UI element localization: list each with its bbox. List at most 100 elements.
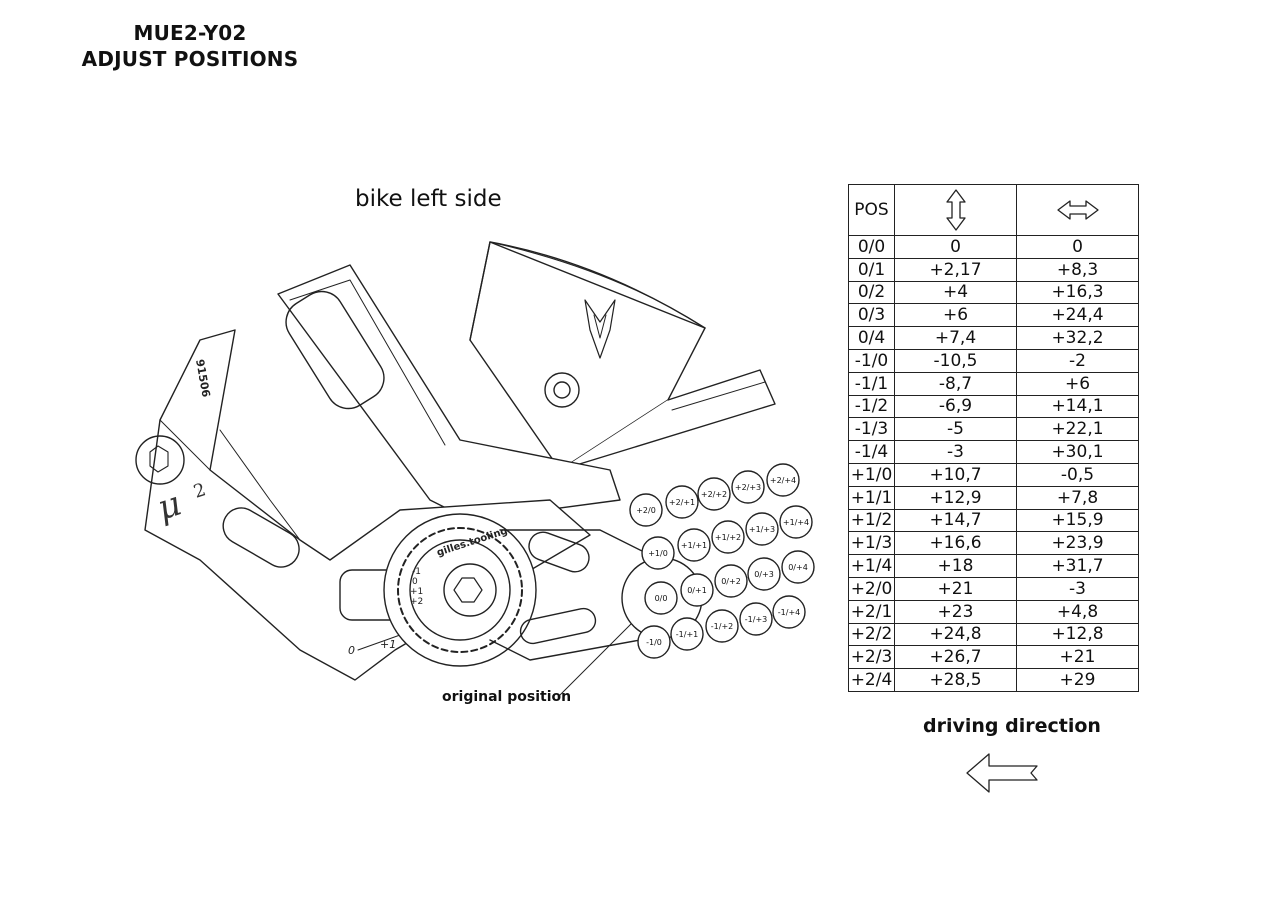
col-horizontal-header bbox=[1016, 184, 1139, 236]
cell-pos: -1/2 bbox=[848, 394, 895, 419]
hole-circle bbox=[670, 617, 704, 651]
hole-label: 0/+2 bbox=[721, 577, 741, 586]
cell-pos: 0/4 bbox=[848, 326, 895, 350]
hole-label: +1/+4 bbox=[783, 518, 809, 527]
torx-bolt-icon bbox=[135, 435, 185, 485]
table-row: +2/2+24,8+12,8 bbox=[848, 622, 1139, 647]
hole-label: -1/+1 bbox=[676, 630, 698, 639]
cell-pos: 0/1 bbox=[848, 257, 895, 282]
cell-pos: +2/4 bbox=[848, 668, 895, 692]
hole-label: +1/+1 bbox=[681, 541, 707, 550]
table-row: 0/3+6+24,4 bbox=[848, 303, 1139, 328]
cell-pos: +1/1 bbox=[848, 485, 895, 510]
left-right-arrow-icon bbox=[1017, 199, 1138, 221]
cell-pos: 0/3 bbox=[848, 303, 895, 328]
cell-horizontal: 0 bbox=[1016, 235, 1139, 259]
cell-pos: +1/3 bbox=[848, 531, 895, 556]
table-row: +2/0+21-3 bbox=[848, 576, 1139, 601]
cell-vertical: +6 bbox=[894, 303, 1017, 328]
hole-circle bbox=[745, 512, 779, 546]
hole-label: +1/+3 bbox=[749, 525, 775, 534]
cell-horizontal: +30,1 bbox=[1016, 440, 1139, 464]
cell-pos: 0/2 bbox=[848, 280, 895, 305]
cell-horizontal: +32,2 bbox=[1016, 326, 1139, 350]
cell-horizontal: +4,8 bbox=[1016, 599, 1139, 624]
table-header-row: POS bbox=[848, 184, 1139, 236]
cell-vertical: +28,5 bbox=[894, 668, 1017, 692]
center-torx-icon bbox=[443, 563, 497, 617]
cell-horizontal: +23,9 bbox=[1016, 531, 1139, 556]
cell-pos: +2/3 bbox=[848, 645, 895, 670]
hole-label: +2/+1 bbox=[669, 498, 695, 507]
table-row: 0/4+7,4+32,2 bbox=[848, 326, 1139, 350]
original-position-label: original position bbox=[442, 689, 572, 705]
brand-logo-icon bbox=[584, 299, 616, 359]
hole-circle bbox=[637, 625, 671, 659]
plate-slot-lower bbox=[519, 607, 597, 645]
cell-horizontal: +12,8 bbox=[1016, 622, 1139, 647]
adapter-mark-p2: +2 bbox=[410, 597, 423, 607]
table-row: -1/0-10,5-2 bbox=[848, 348, 1139, 373]
cell-vertical: +2,17 bbox=[894, 257, 1017, 282]
cell-vertical: -8,7 bbox=[894, 371, 1017, 396]
hole-label: +1/+2 bbox=[715, 533, 741, 542]
cell-pos: -1/3 bbox=[848, 417, 895, 442]
cell-pos: +1/0 bbox=[848, 462, 895, 487]
table-row: +1/2+14,7+15,9 bbox=[848, 508, 1139, 533]
table-row: -1/4-3+30,1 bbox=[848, 440, 1139, 464]
cell-horizontal: +8,3 bbox=[1016, 257, 1139, 282]
cell-vertical: +14,7 bbox=[894, 508, 1017, 533]
hole-label: 0/+4 bbox=[788, 563, 808, 572]
fan-arc bbox=[489, 241, 706, 329]
hole-label: 0/+3 bbox=[754, 570, 774, 579]
cell-horizontal: +31,7 bbox=[1016, 554, 1139, 578]
page-title: MUE2-Y02 ADJUST POSITIONS bbox=[60, 20, 320, 72]
hole-circle bbox=[711, 520, 745, 554]
hole-circle bbox=[766, 463, 800, 497]
hole-label: +2/+3 bbox=[735, 483, 761, 492]
cell-horizontal: +16,3 bbox=[1016, 280, 1139, 305]
cell-horizontal: +22,1 bbox=[1016, 417, 1139, 442]
cell-horizontal: +21 bbox=[1016, 645, 1139, 670]
table-row: +1/3+16,6+23,9 bbox=[848, 531, 1139, 556]
hole-circle bbox=[629, 493, 663, 527]
hole-label: 0/+1 bbox=[687, 586, 707, 595]
driving-direction-label: driving direction bbox=[923, 715, 1101, 737]
hole-label: -1/+3 bbox=[745, 615, 767, 624]
hole-label: +2/+4 bbox=[770, 476, 796, 485]
hole-circle bbox=[714, 564, 748, 598]
hole-circle bbox=[747, 557, 781, 591]
cell-pos: +1/4 bbox=[848, 554, 895, 578]
cell-vertical: +26,7 bbox=[894, 645, 1017, 670]
hole-circle bbox=[677, 528, 711, 562]
side-label: bike left side bbox=[355, 186, 502, 212]
cell-vertical: +16,6 bbox=[894, 531, 1017, 556]
adapter-mark-0: 0 bbox=[412, 577, 418, 587]
cell-vertical: -6,9 bbox=[894, 394, 1017, 419]
bolt-icon bbox=[544, 372, 580, 408]
title-line-2: ADJUST POSITIONS bbox=[81, 47, 299, 71]
left-arrow-icon bbox=[965, 752, 1041, 799]
col-vertical-header bbox=[894, 184, 1017, 236]
cell-vertical: +24,8 bbox=[894, 622, 1017, 647]
hole-circle bbox=[644, 581, 678, 615]
cell-horizontal: +24,4 bbox=[1016, 303, 1139, 328]
cell-vertical: +4 bbox=[894, 280, 1017, 305]
frame-slot bbox=[285, 290, 385, 410]
cell-vertical: -5 bbox=[894, 417, 1017, 442]
hole-circle bbox=[739, 602, 773, 636]
cell-pos: -1/0 bbox=[848, 348, 895, 373]
cell-vertical: +12,9 bbox=[894, 485, 1017, 510]
cell-vertical: +23 bbox=[894, 599, 1017, 624]
cell-horizontal: -0,5 bbox=[1016, 462, 1139, 487]
hole-circle bbox=[680, 573, 714, 607]
cell-pos: -1/4 bbox=[848, 440, 895, 464]
adapter-mark-m1: -1 bbox=[412, 567, 421, 577]
hole-circle bbox=[731, 470, 765, 504]
table-row: 0/1+2,17+8,3 bbox=[848, 257, 1139, 282]
cell-pos: +2/1 bbox=[848, 599, 895, 624]
title-line-1: MUE2-Y02 bbox=[133, 21, 247, 45]
hole-label: 0/0 bbox=[655, 594, 668, 603]
table-row: +1/4+18+31,7 bbox=[848, 554, 1139, 578]
table-row: +1/0+10,7-0,5 bbox=[848, 462, 1139, 487]
